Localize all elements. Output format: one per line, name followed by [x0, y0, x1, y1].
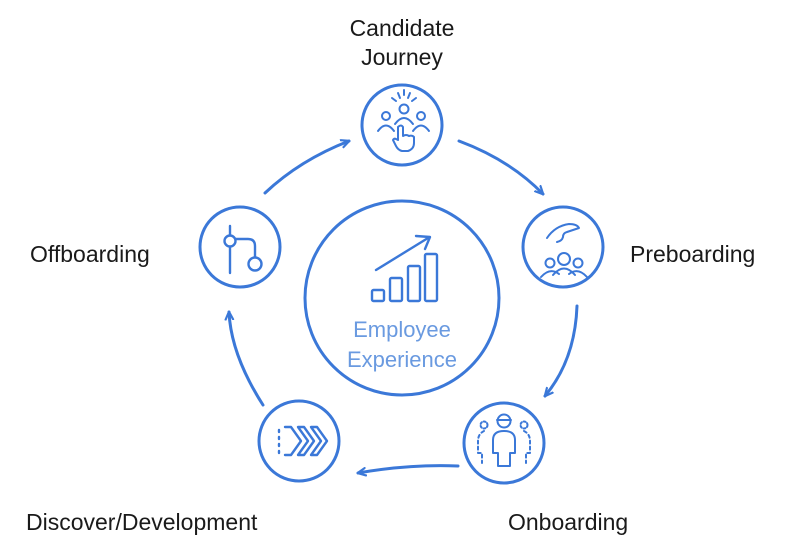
stage-onboarding — [462, 401, 546, 485]
center-title-line1: Employee — [353, 317, 451, 342]
person-with-team-icon — [477, 413, 531, 467]
label-offboarding: Offboarding — [30, 241, 150, 267]
arrow-onboarding-to-discover — [356, 464, 460, 473]
stage-discover-development — [257, 399, 341, 483]
stage-candidate-journey — [360, 83, 444, 167]
stage-circle — [257, 399, 341, 483]
label-discover-development: Discover/Development — [26, 509, 258, 535]
growth-bar-chart-icon — [370, 234, 439, 303]
center-hub — [303, 199, 501, 397]
label-candidate-journey: Candidate Journey — [349, 15, 455, 70]
arrow-discover-to-offboarding — [229, 310, 265, 407]
label-preboarding: Preboarding — [630, 241, 756, 267]
center-title: Employee Experience — [302, 315, 502, 375]
stage-offboarding — [198, 205, 282, 289]
label-onboarding: Onboarding — [508, 509, 629, 535]
hand-over-group-icon — [540, 223, 588, 278]
stage-circle — [360, 83, 444, 167]
arrow-offboarding-to-candidate — [263, 141, 351, 195]
stage-circle — [198, 205, 282, 289]
arrow-candidate-to-preboarding — [457, 139, 545, 196]
branch-path-icon — [223, 224, 263, 275]
forward-chevrons-icon — [277, 425, 329, 457]
stage-circle — [462, 401, 546, 485]
stage-preboarding — [521, 205, 605, 289]
stage-circle — [521, 205, 605, 289]
arrow-preboarding-to-onboarding — [543, 304, 579, 398]
people-pointer-icon — [377, 89, 430, 152]
center-title-line2: Experience — [346, 347, 458, 372]
center-circle — [303, 199, 501, 397]
